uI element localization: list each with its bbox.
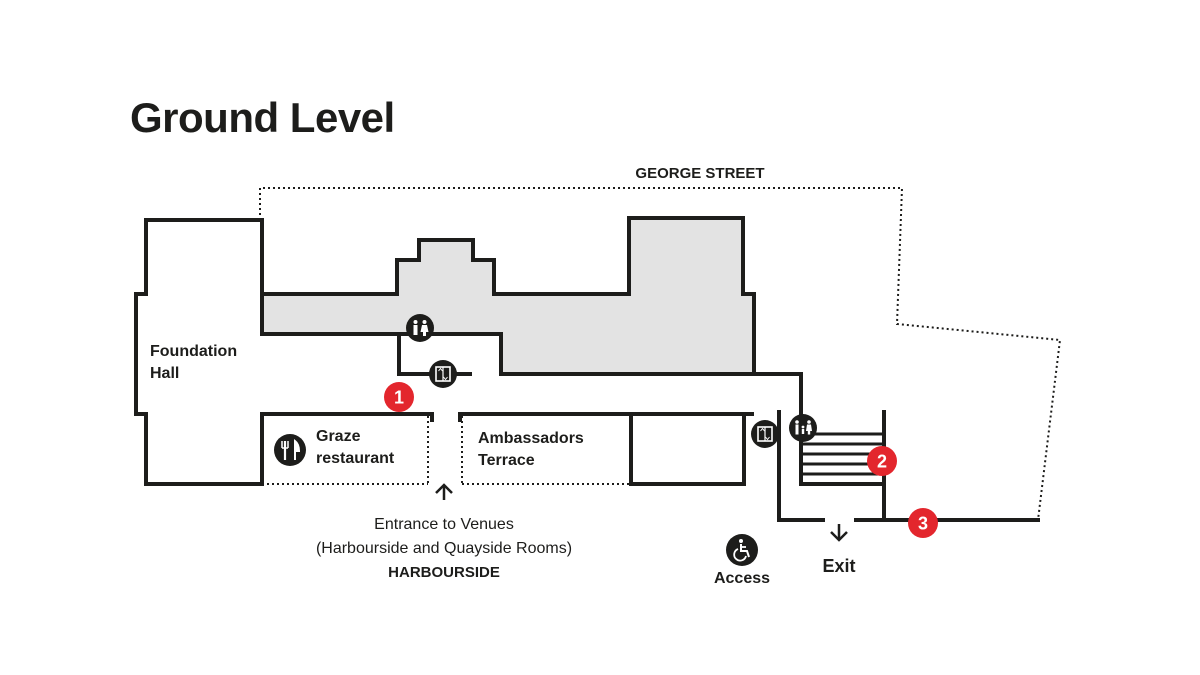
street-label-harbourside: HARBOURSIDE [388, 564, 500, 581]
entry-wall [430, 412, 462, 422]
family-toilet-icon [789, 414, 817, 442]
shaded-area [260, 216, 756, 376]
exit-arrow-icon [830, 524, 848, 542]
lift-icon [429, 360, 457, 388]
marker-3[interactable]: 3 [908, 508, 938, 538]
site-boundary [259, 187, 1062, 521]
marker-circle [908, 508, 938, 538]
lift-icon [751, 420, 779, 448]
exit-label: Exit [822, 556, 855, 576]
marker-2[interactable]: 2 [867, 446, 897, 476]
foundation-hall-outline [134, 218, 264, 486]
corridor-wall [499, 372, 803, 414]
wheelchair-icon [726, 534, 758, 566]
marker-circle [384, 382, 414, 412]
toilets-icon [406, 314, 434, 342]
entrance-label: Entrance to Venues [374, 516, 514, 533]
marker-1[interactable]: 1 [384, 382, 414, 412]
marker-number: 2 [877, 452, 887, 472]
room-label-foundation-hall: Hall [150, 365, 179, 382]
room-label-graze: Graze [316, 428, 361, 445]
entrance-arrow-icon [435, 483, 453, 500]
marker-number: 3 [918, 514, 928, 534]
room-label-ambassadors: Ambassadors [478, 430, 584, 447]
room-label-ambassadors: Terrace [478, 452, 535, 469]
entrance-sublabel: (Harbourside and Quayside Rooms) [316, 540, 572, 557]
room-label-foundation-hall: Foundation [150, 343, 237, 360]
street-label-george: GEORGE STREET [635, 165, 764, 182]
marker-number: 1 [394, 388, 404, 408]
restaurant-icon [274, 434, 306, 466]
east-wing-wall [777, 410, 825, 522]
page-title: Ground Level [130, 94, 395, 141]
store-room [629, 412, 746, 486]
room-label-graze: restaurant [316, 450, 395, 467]
access-label: Access [714, 570, 770, 587]
marker-circle [867, 446, 897, 476]
